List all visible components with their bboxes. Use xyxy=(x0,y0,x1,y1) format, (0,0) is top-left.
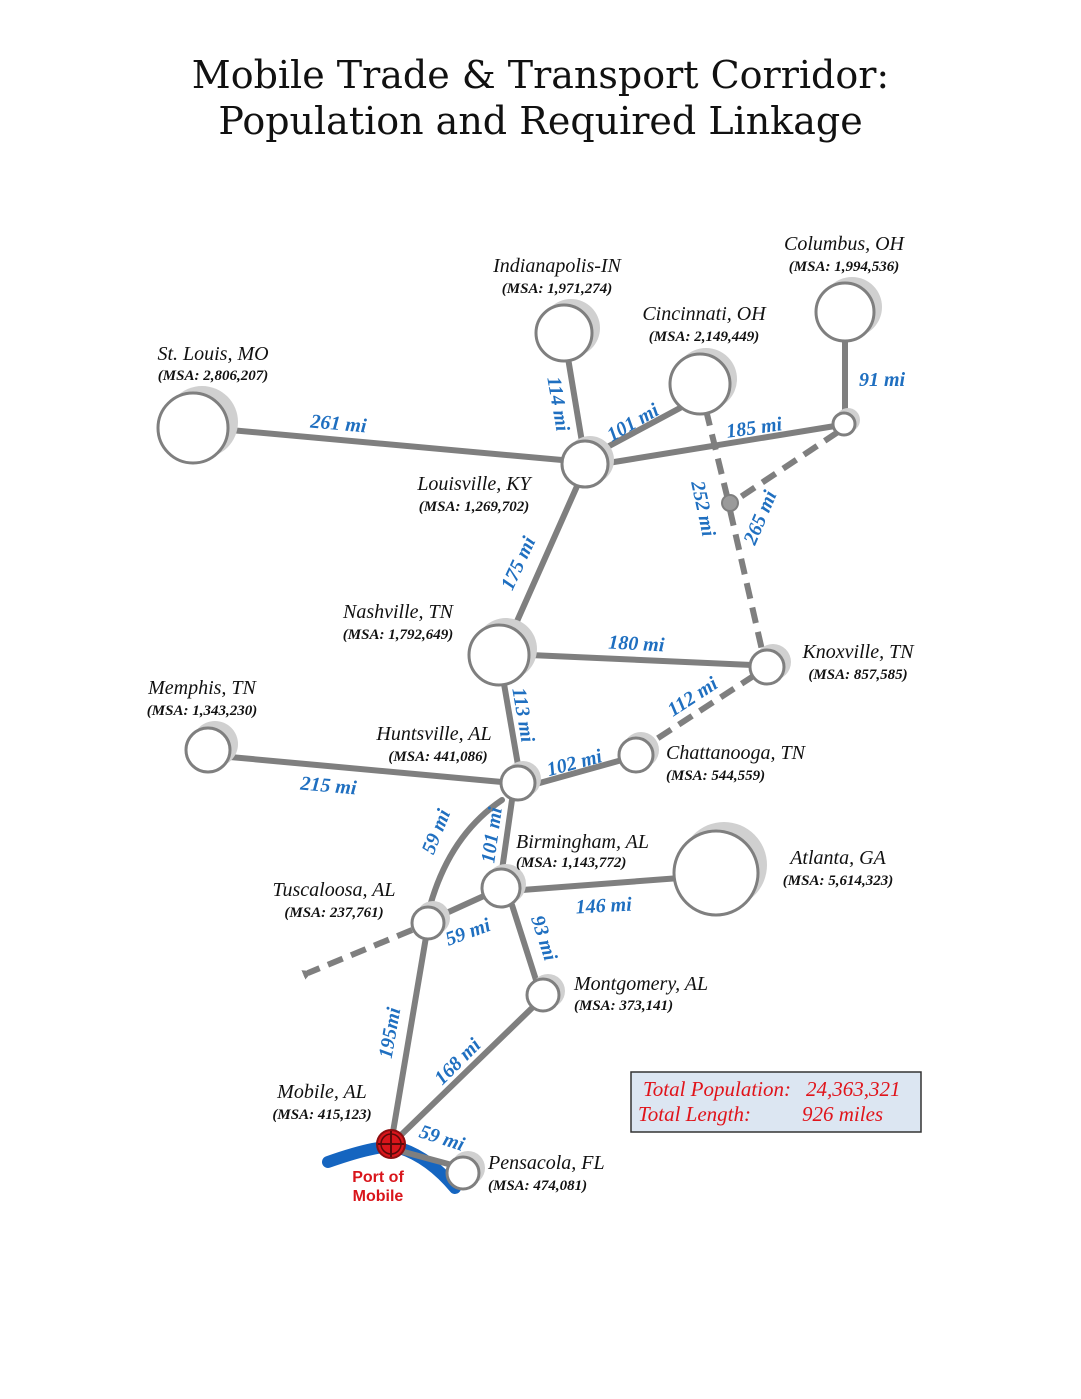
label-louisville-msa: (MSA: 1,269,702) xyxy=(419,499,529,515)
link-knoxville-chattanooga xyxy=(650,672,757,745)
title-line-1: Mobile Trade & Transport Corridor: xyxy=(191,53,890,97)
label-birmingham-name: Birmingham, AL xyxy=(516,831,649,853)
city-labels: St. Louis, MO (MSA: 2,806,207) Indianapo… xyxy=(147,233,915,1194)
dist-mobile-pensacola: 59 mi xyxy=(417,1121,468,1156)
label-cincinnati-name: Cincinnati, OH xyxy=(642,303,767,325)
dist-knoxville-chattanooga: 112 mi xyxy=(664,673,722,722)
link-nashville-huntsville xyxy=(500,675,521,768)
label-stlouis-msa: (MSA: 2,806,207) xyxy=(158,368,268,384)
node-columbus-connector xyxy=(831,408,860,437)
label-louisville-name: Louisville, KY xyxy=(416,473,532,495)
node-columbus xyxy=(814,277,882,343)
dist-cincinnati-louisville: 101 mi xyxy=(603,399,663,446)
node-knoxville xyxy=(748,644,791,686)
port-label-line1: Port of xyxy=(352,1169,404,1186)
link-birmingham-atlanta xyxy=(519,875,683,893)
node-huntsville xyxy=(499,761,541,802)
label-mobile-msa: (MSA: 415,123) xyxy=(272,1107,371,1123)
label-memphis-msa: (MSA: 1,343,230) xyxy=(147,703,257,719)
dist-indianapolis-louisville: 114 mi xyxy=(542,375,573,433)
node-birmingham xyxy=(480,864,526,909)
label-montgomery-name: Montgomery, AL xyxy=(573,973,708,995)
node-memphis xyxy=(184,721,238,774)
dashed-links xyxy=(301,409,840,980)
node-tuscaloosa xyxy=(410,901,450,941)
link-birmingham-tuscaloosa xyxy=(439,892,489,918)
totals-length-value: 926 miles xyxy=(802,1102,883,1126)
label-knoxville-msa: (MSA: 857,585) xyxy=(808,667,907,683)
label-mobile-name: Mobile, AL xyxy=(276,1081,367,1103)
label-chattanooga-msa: (MSA: 544,559) xyxy=(666,768,765,784)
link-cincinnati-louisville xyxy=(595,405,683,455)
label-memphis-name: Memphis, TN xyxy=(147,677,257,699)
totals-population-value: 24,363,321 xyxy=(806,1077,901,1101)
label-knoxville-name: Knoxville, TN xyxy=(801,641,915,663)
link-mobile-pensacola xyxy=(401,1149,455,1168)
node-chattanooga xyxy=(617,732,659,774)
link-nashville-knoxville xyxy=(527,652,755,668)
link-birmingham-montgomery xyxy=(509,902,539,983)
title-line-2: Population and Required Linkage xyxy=(218,99,863,143)
totals-length-label: Total Length: xyxy=(638,1102,751,1126)
link-memphis-huntsville xyxy=(227,754,505,785)
label-nashville-msa: (MSA: 1,792,649) xyxy=(343,627,453,643)
port-marker-icon xyxy=(376,1129,406,1159)
link-tuscaloosa-mobile xyxy=(390,934,429,1135)
label-columbus-name: Columbus, OH xyxy=(784,233,906,255)
node-cincinnati xyxy=(668,348,737,416)
label-tuscaloosa-msa: (MSA: 237,761) xyxy=(284,905,383,921)
node-indianapolis xyxy=(534,299,600,363)
link-stlouis-louisville xyxy=(227,427,565,463)
node-stlouis xyxy=(156,386,238,465)
dist-nashville-knoxville: 180 mi xyxy=(608,632,666,657)
label-atlanta-msa: (MSA: 5,614,323) xyxy=(783,873,893,889)
label-pensacola-name: Pensacola, FL xyxy=(487,1152,605,1174)
label-atlanta-name: Atlanta, GA xyxy=(788,847,886,869)
totals-box: Total Population: 24,363,321 Total Lengt… xyxy=(630,1071,922,1133)
node-louisville xyxy=(560,436,614,489)
node-atlanta xyxy=(672,822,767,917)
link-indianapolis-louisville xyxy=(565,355,586,451)
label-tuscaloosa-name: Tuscaloosa, AL xyxy=(273,879,396,901)
label-nashville-name: Nashville, TN xyxy=(342,601,455,623)
link-huntsville-tuscaloosa xyxy=(427,797,505,909)
link-huntsville-birmingham xyxy=(499,797,515,873)
totals-population-label: Total Population: xyxy=(643,1077,791,1101)
dist-memphis-huntsville: 215 mi xyxy=(299,773,358,800)
label-huntsville-name: Huntsville, AL xyxy=(375,723,491,745)
city-nodes xyxy=(156,277,882,1191)
label-indianapolis-msa: (MSA: 1,971,274) xyxy=(502,281,612,297)
link-columbus-louisville xyxy=(605,423,838,466)
dist-birmingham-atlanta: 146 mi xyxy=(575,894,633,919)
label-pensacola-msa: (MSA: 474,081) xyxy=(488,1178,587,1194)
dist-tuscaloosa-mobile: 195mi xyxy=(375,1005,406,1060)
node-montgomery xyxy=(525,974,565,1013)
link-tuscaloosa-southwest xyxy=(301,927,414,980)
label-stlouis-name: St. Louis, MO xyxy=(157,343,268,365)
solid-links xyxy=(227,337,848,1168)
dist-cincinnati-knoxville: 252 mi xyxy=(686,478,719,539)
page-title: Mobile Trade & Transport Corridor: Popul… xyxy=(0,52,1081,144)
dist-columbus-connector: 91 mi xyxy=(859,369,906,391)
link-cincinnati-junction xyxy=(703,409,731,501)
label-birmingham-msa: (MSA: 1,143,772) xyxy=(516,855,626,871)
dist-stlouis-louisville: 261 mi xyxy=(309,411,368,438)
dist-huntsville-tuscaloosa: 59 mi xyxy=(418,806,456,857)
port-label-line2: Mobile xyxy=(353,1188,404,1205)
label-huntsville-msa: (MSA: 441,086) xyxy=(388,749,487,765)
link-louisville-nashville xyxy=(511,481,581,631)
link-huntsville-chattanooga xyxy=(533,757,625,787)
link-columbus-junction xyxy=(734,429,840,503)
label-indianapolis-name: Indianapolis-IN xyxy=(492,255,622,277)
node-nashville xyxy=(467,618,537,687)
label-cincinnati-msa: (MSA: 2,149,449) xyxy=(649,329,759,345)
node-junction xyxy=(721,494,739,512)
label-montgomery-msa: (MSA: 373,141) xyxy=(574,998,673,1014)
label-columbus-msa: (MSA: 1,994,536) xyxy=(789,259,899,275)
dist-birmingham-tuscaloosa: 59 mi xyxy=(443,914,494,951)
link-montgomery-mobile xyxy=(397,1005,535,1139)
label-chattanooga-name: Chattanooga, TN xyxy=(666,742,807,764)
node-pensacola xyxy=(445,1151,485,1191)
